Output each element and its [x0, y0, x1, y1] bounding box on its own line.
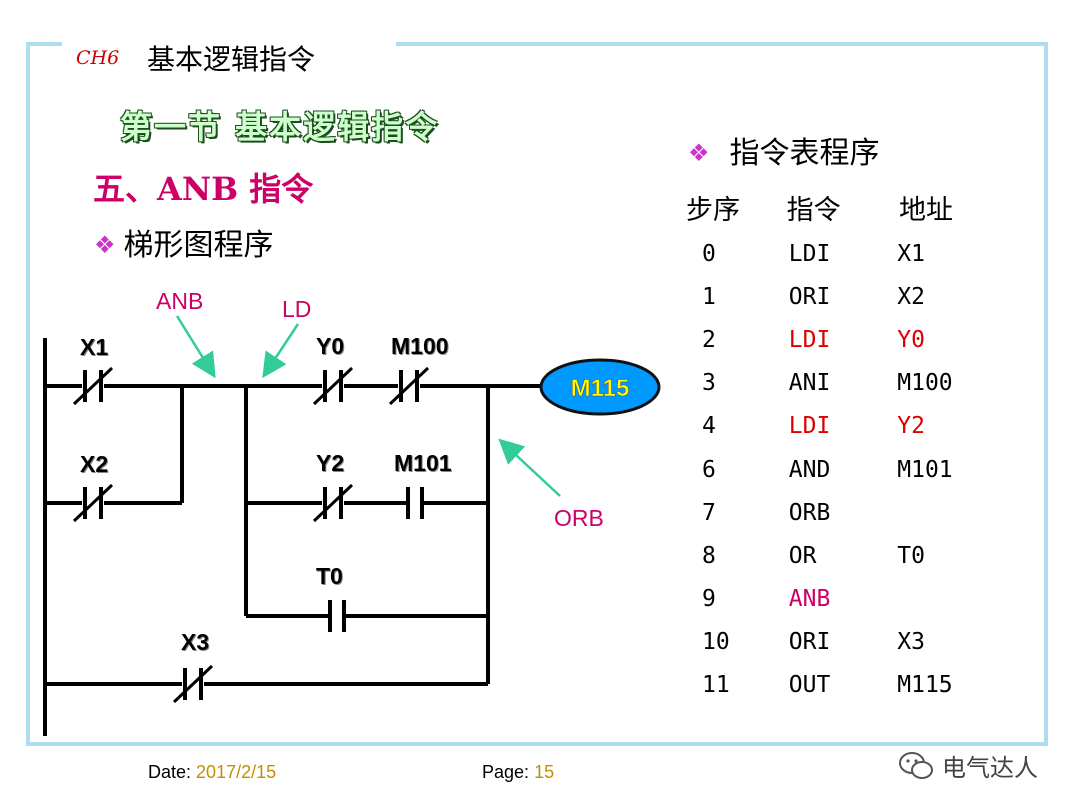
chapter-number: CH6 [76, 47, 120, 69]
contact-m101 [406, 487, 424, 519]
coil-label: M115 [571, 375, 630, 402]
chapter-title: 基本逻辑指令 [147, 43, 316, 76]
cell-instr: ORI [788, 629, 831, 656]
cell-instr: ORI [788, 283, 831, 310]
label-x1: X1 [80, 334, 108, 360]
page-value: 15 [534, 762, 555, 782]
table-row: 6 AND M101 [686, 448, 986, 491]
cell-step: 2 [702, 326, 716, 353]
cell-addr: M100 [897, 370, 953, 397]
col-instr-header: 指令 [786, 195, 841, 226]
instruction-heading: ❖ 指令表程序 [688, 128, 880, 172]
table-row: 10 ORI X3 [686, 621, 986, 664]
cell-addr: M115 [897, 672, 953, 699]
page-label: Page: [482, 762, 530, 782]
watermark: 电气达人 [898, 748, 1038, 783]
cell-addr: X1 [897, 240, 925, 267]
cell-step: 8 [702, 542, 716, 569]
label-x2: X2 [80, 451, 108, 477]
cell-addr: Y0 [897, 326, 925, 353]
label-x3: X3 [181, 629, 209, 655]
cell-step: 10 [702, 629, 730, 656]
label-t0: T0 [316, 563, 343, 589]
contact-m100 [388, 366, 430, 406]
cell-addr: Y2 [897, 413, 925, 440]
cell-instr: LDI [788, 326, 831, 353]
table-row: 11 OUT M115 [686, 664, 986, 707]
table-row: 1 ORI X2 [686, 275, 986, 318]
col-step-header: 步序 [686, 195, 740, 226]
table-row: 4 LDI Y2 [686, 405, 986, 448]
label-m101: M101 [394, 450, 452, 476]
footer-date: Date: 2017/2/15 [148, 762, 276, 783]
cell-addr: X2 [897, 283, 925, 310]
annotation-orb: ORB [554, 505, 604, 531]
cell-addr: M101 [897, 456, 953, 483]
cell-instr: ORB [788, 499, 831, 526]
frame-right-border [1044, 42, 1048, 746]
output-coil [539, 358, 661, 416]
frame-left-border [26, 42, 30, 746]
cell-instr: OUT [788, 672, 831, 699]
arrow-anb [175, 315, 216, 379]
date-label: Date: [148, 762, 192, 782]
cell-addr: X3 [897, 629, 925, 656]
cell-step: 11 [702, 672, 730, 699]
section-title: 第一节 基本逻辑指令 [120, 108, 440, 146]
frame-bottom-border [26, 742, 1048, 746]
cell-step: 4 [702, 413, 716, 440]
label-y0: Y0 [316, 333, 344, 359]
ladder-heading-text: 梯形图程序 [123, 228, 274, 263]
footer-page: Page: 15 [482, 762, 554, 783]
cell-instr: ANB [788, 586, 831, 613]
table-row: 8 OR T0 [686, 534, 986, 577]
arrow-orb [498, 438, 561, 497]
cell-instr: OR [788, 542, 817, 569]
cell-instr: LDI [788, 240, 831, 267]
cell-instr: LDI [788, 413, 831, 440]
label-m100: M100 [391, 333, 449, 359]
table-header: 步序 指令 地址 [686, 188, 986, 232]
cell-instr: AND [788, 456, 831, 483]
arrow-ld [262, 323, 300, 379]
instruction-heading-text: 指令表程序 [729, 136, 880, 171]
annotation-anb: ANB [156, 288, 203, 314]
diamond-bullet-icon: ❖ [94, 231, 116, 259]
contact-x3 [172, 664, 214, 704]
contact-t0 [328, 600, 346, 632]
contact-y2 [312, 483, 354, 523]
subsection-title: 五、ANB 指令 [93, 170, 314, 208]
annotation-ld: LD [282, 296, 311, 322]
diamond-bullet-icon: ❖ [688, 139, 710, 167]
cell-step: 0 [702, 240, 716, 267]
cell-step: 1 [702, 283, 716, 310]
table-row: 0 LDI X1 [686, 232, 986, 275]
cell-step: 7 [702, 499, 716, 526]
cell-instr: ANI [788, 370, 831, 397]
watermark-text: 电气达人 [942, 754, 1038, 782]
contact-y0 [312, 366, 354, 406]
label-y2: Y2 [316, 450, 344, 476]
cell-step: 6 [702, 456, 716, 483]
contact-x2 [72, 483, 114, 523]
date-value: 2017/2/15 [196, 762, 277, 782]
table-row: 2 LDI Y0 [686, 318, 986, 361]
contact-x1 [72, 366, 114, 406]
cell-addr: T0 [897, 542, 925, 569]
cell-step: 3 [702, 370, 716, 397]
table-row: 7 ORB [686, 491, 986, 534]
cell-step: 9 [702, 586, 716, 613]
table-row: 9 ANB [686, 578, 986, 621]
frame-top-border [26, 42, 1048, 46]
ladder-heading: ❖梯形图程序 [94, 220, 274, 264]
col-addr-header: 地址 [898, 195, 953, 226]
table-row: 3 ANI M100 [686, 362, 986, 405]
wechat-icon [899, 751, 933, 779]
